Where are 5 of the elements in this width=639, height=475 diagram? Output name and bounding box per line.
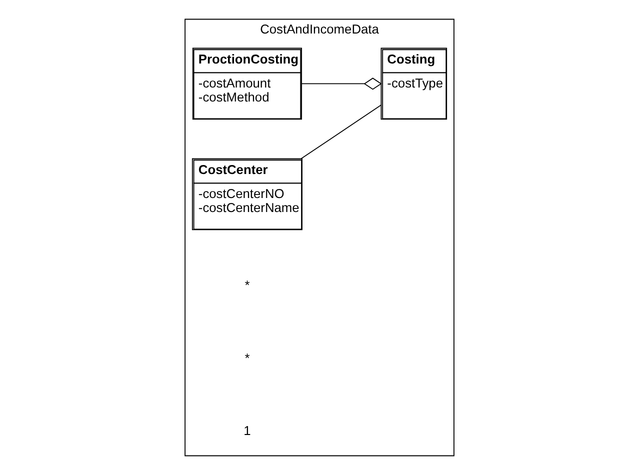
connector xyxy=(300,104,382,160)
label: 1 xyxy=(244,423,251,438)
label: * xyxy=(244,350,250,366)
connector xyxy=(301,78,382,90)
label: * xyxy=(244,278,250,293)
